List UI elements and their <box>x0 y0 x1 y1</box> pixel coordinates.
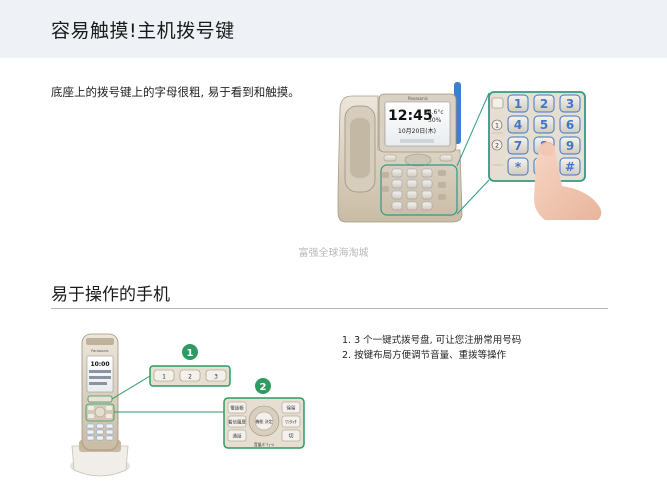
onetouch-key-label: 1 <box>162 374 166 381</box>
feature-item: 1. 3 个一键式拨号盘, 可让您注册常用号码 <box>342 335 522 346</box>
base-time: 12:45 <box>388 108 433 124</box>
nav-phonebook-key[interactable] <box>227 401 247 414</box>
nav-hold-key[interactable] <box>281 401 301 414</box>
nav-volume-label: 音量/ﾎﾞﾘｭｰﾑ <box>254 442 274 447</box>
callout-number-2: 2 <box>260 382 267 393</box>
handset-screen-time: 10:00 <box>90 361 109 368</box>
svg-text:2: 2 <box>495 143 499 150</box>
callout-navigation: 2 電話帳 保留 着信履歴 ﾜﾝﾀｯﾁ 通話 切 機能 決定 音量/ﾎﾞﾘｭｰﾑ <box>223 378 305 449</box>
keypad-key-3[interactable] <box>559 94 581 113</box>
handset-brand: Panasonic <box>91 349 109 353</box>
nav-talk-label: 通話 <box>233 433 242 440</box>
keypad-key-label: 4 <box>514 118 522 132</box>
callout-badge-2 <box>255 378 271 394</box>
section-title-base: 容易触摸!主机拨号键 <box>51 20 235 42</box>
handset-number-keys <box>86 423 114 441</box>
onetouch-key-label: 2 <box>188 374 192 381</box>
zoom-side-key-top[interactable] <box>491 97 504 109</box>
nav-history-key[interactable] <box>227 415 247 428</box>
callout-badge-1 <box>182 344 198 360</box>
feature-list: 1. 3 个一键式拨号盘, 可让您注册常用号码 2. 按键布局方便调节音量、重拨… <box>342 333 521 363</box>
nav-center-key[interactable] <box>254 411 274 431</box>
keypad-key-label: 1 <box>514 97 522 111</box>
keypad-key-label: * <box>515 160 522 174</box>
nav-talk-key[interactable] <box>227 429 247 442</box>
nav-end-key[interactable] <box>281 429 301 442</box>
keypad-key-label: 7 <box>514 139 522 153</box>
keypad-key-2[interactable] <box>533 94 555 113</box>
nav-onetouch-key[interactable] <box>281 415 301 428</box>
zoom-side-key-low[interactable] <box>491 139 503 151</box>
section-description-base: 底座上的拨号键上的字母很粗, 易于看到和触摸。 <box>51 85 300 99</box>
keypad-key-7[interactable] <box>507 136 529 155</box>
keypad-key-label: 6 <box>566 118 574 132</box>
keypad-key-label: 2 <box>540 97 548 111</box>
keypad-key-9[interactable] <box>559 136 581 155</box>
base-brand: Panasonic <box>408 96 428 101</box>
pressing-finger-image <box>534 142 602 220</box>
callout-onetouch: 1 1 2 3 <box>149 344 231 387</box>
nav-phonebook-label: 電話帳 <box>230 405 244 412</box>
keypad-key-1[interactable] <box>507 94 529 113</box>
keypad-key-4[interactable] <box>507 115 529 134</box>
handset-phone: Panasonic 10:00 <box>70 333 224 477</box>
keypad-key-label: 9 <box>566 139 574 153</box>
base-nav-key[interactable] <box>404 153 432 167</box>
nav-end-label: 切 <box>288 433 293 440</box>
onetouch-key-1[interactable] <box>153 369 175 382</box>
onetouch-key-3[interactable] <box>205 369 227 382</box>
handset-onetouch-row[interactable] <box>87 395 113 403</box>
svg-text:1: 1 <box>495 123 499 130</box>
section-header-bar <box>0 0 667 58</box>
base-mini-keypad <box>382 168 446 211</box>
base-temperature: 24.6°c <box>424 109 444 116</box>
section-divider <box>51 308 608 309</box>
callout-number-1: 1 <box>187 348 194 359</box>
base-humidity: 50% <box>428 117 442 124</box>
nav-history-label: 着信履歴 <box>228 419 246 426</box>
keypad-key-hash[interactable] <box>559 157 581 176</box>
feature-item: 2. 按键布局方便调节音量、重拨等操作 <box>342 350 507 361</box>
onetouch-key-label: 3 <box>214 374 218 381</box>
keypad-key-label: # <box>565 160 575 174</box>
base-unit-phone: Panasonic 12:45 24.6°c 50% 10月20日(木) <box>337 82 490 223</box>
nav-center-label: 機能 決定 <box>255 418 272 424</box>
keypad-key-6[interactable] <box>559 115 581 134</box>
base-keypad-highlight <box>380 164 458 216</box>
base-func-key-left[interactable] <box>383 154 397 162</box>
keypad-key-star[interactable] <box>507 157 529 176</box>
base-date: 10月20日(木) <box>398 127 436 135</box>
keypad-key-label: 5 <box>540 118 548 132</box>
handset-charger-base <box>71 445 129 477</box>
watermark: 富强全球海淘城 <box>298 248 369 259</box>
zoom-side-key-mid[interactable] <box>491 119 503 131</box>
base-lcd-screen <box>384 101 451 147</box>
nav-onetouch-label: ﾜﾝﾀｯﾁ <box>285 420 297 426</box>
section-title-handset: 易于操作的手机 <box>51 285 170 305</box>
onetouch-keys: 1 2 3 <box>153 369 227 382</box>
base-func-key-right[interactable] <box>439 154 453 162</box>
keypad-key-5[interactable] <box>533 115 555 134</box>
onetouch-key-2[interactable] <box>179 369 201 382</box>
keypad-key-label: 3 <box>566 97 574 111</box>
nav-hold-label: 保留 <box>287 405 296 412</box>
